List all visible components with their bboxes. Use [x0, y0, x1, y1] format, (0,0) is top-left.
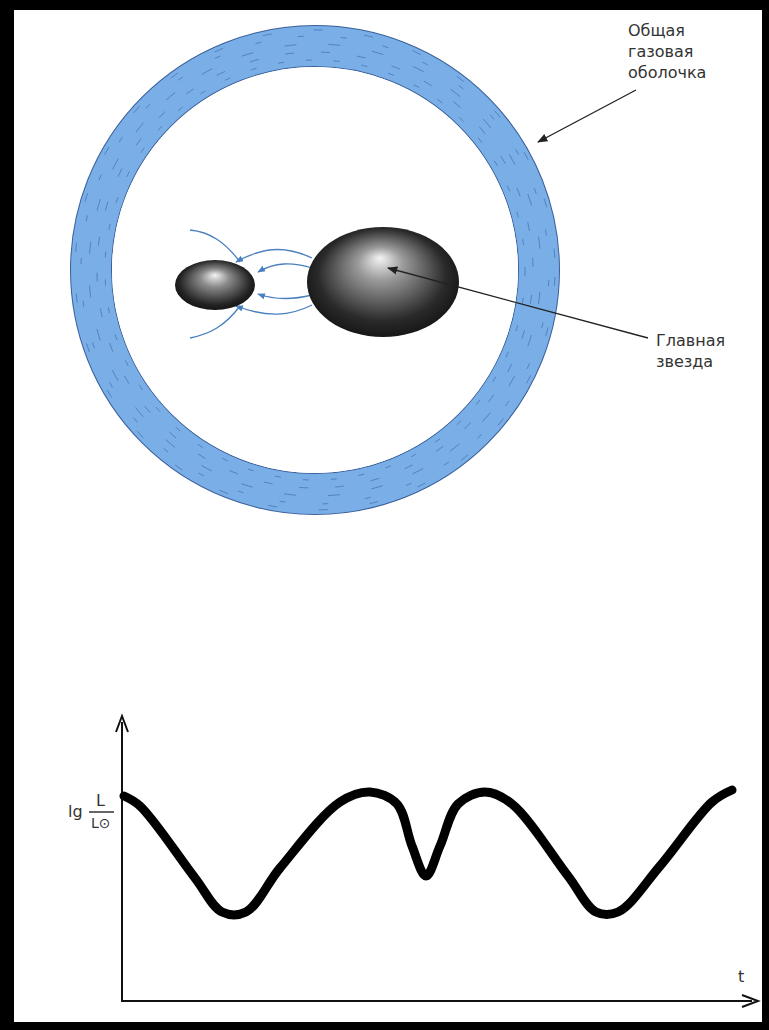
axis-arrow: [116, 716, 128, 732]
flow-line: [190, 306, 240, 338]
flow-line: [190, 230, 240, 262]
flow-line: [236, 250, 312, 263]
label-holder: L⊙: [91, 814, 111, 832]
axis-label: L: [96, 790, 105, 811]
flow-line: [236, 305, 312, 314]
envelope-inner: [112, 67, 518, 473]
gas-streak: [97, 52, 533, 488]
label-holder: Общая газовая оболочка: [628, 20, 706, 83]
fraction-bar: [89, 811, 114, 813]
axis-label: L⊙: [91, 814, 111, 832]
leader-arrow: [388, 268, 648, 338]
light-curve: [124, 790, 732, 915]
label-holder: t: [738, 966, 744, 987]
label-holder: L: [96, 790, 105, 811]
y-axis: [121, 722, 123, 1002]
leader-arrow: [538, 90, 636, 142]
axis-label: lg: [68, 801, 83, 822]
callout-label: Главная звезда: [656, 330, 725, 372]
flow-line: [258, 294, 312, 299]
flow-line: [258, 264, 312, 272]
callout-label: Общая газовая оболочка: [628, 20, 706, 83]
axis-label: t: [738, 966, 744, 987]
gas-streak: [75, 30, 555, 510]
gas-streak: [89, 44, 541, 496]
x-axis: [121, 1000, 752, 1002]
gas-streak: [81, 36, 549, 504]
envelope-ring-edge: [91, 46, 539, 494]
light-curve-group: [124, 790, 732, 915]
label-holder: lg: [68, 801, 83, 822]
gas-streak: [105, 60, 525, 480]
gas-streaks: [75, 30, 555, 510]
label-holder: Главная звезда: [656, 330, 725, 372]
main-star: [307, 227, 459, 337]
companion-star: [175, 260, 255, 310]
envelope-ring: [91, 46, 539, 494]
axis-arrow: [742, 995, 758, 1007]
